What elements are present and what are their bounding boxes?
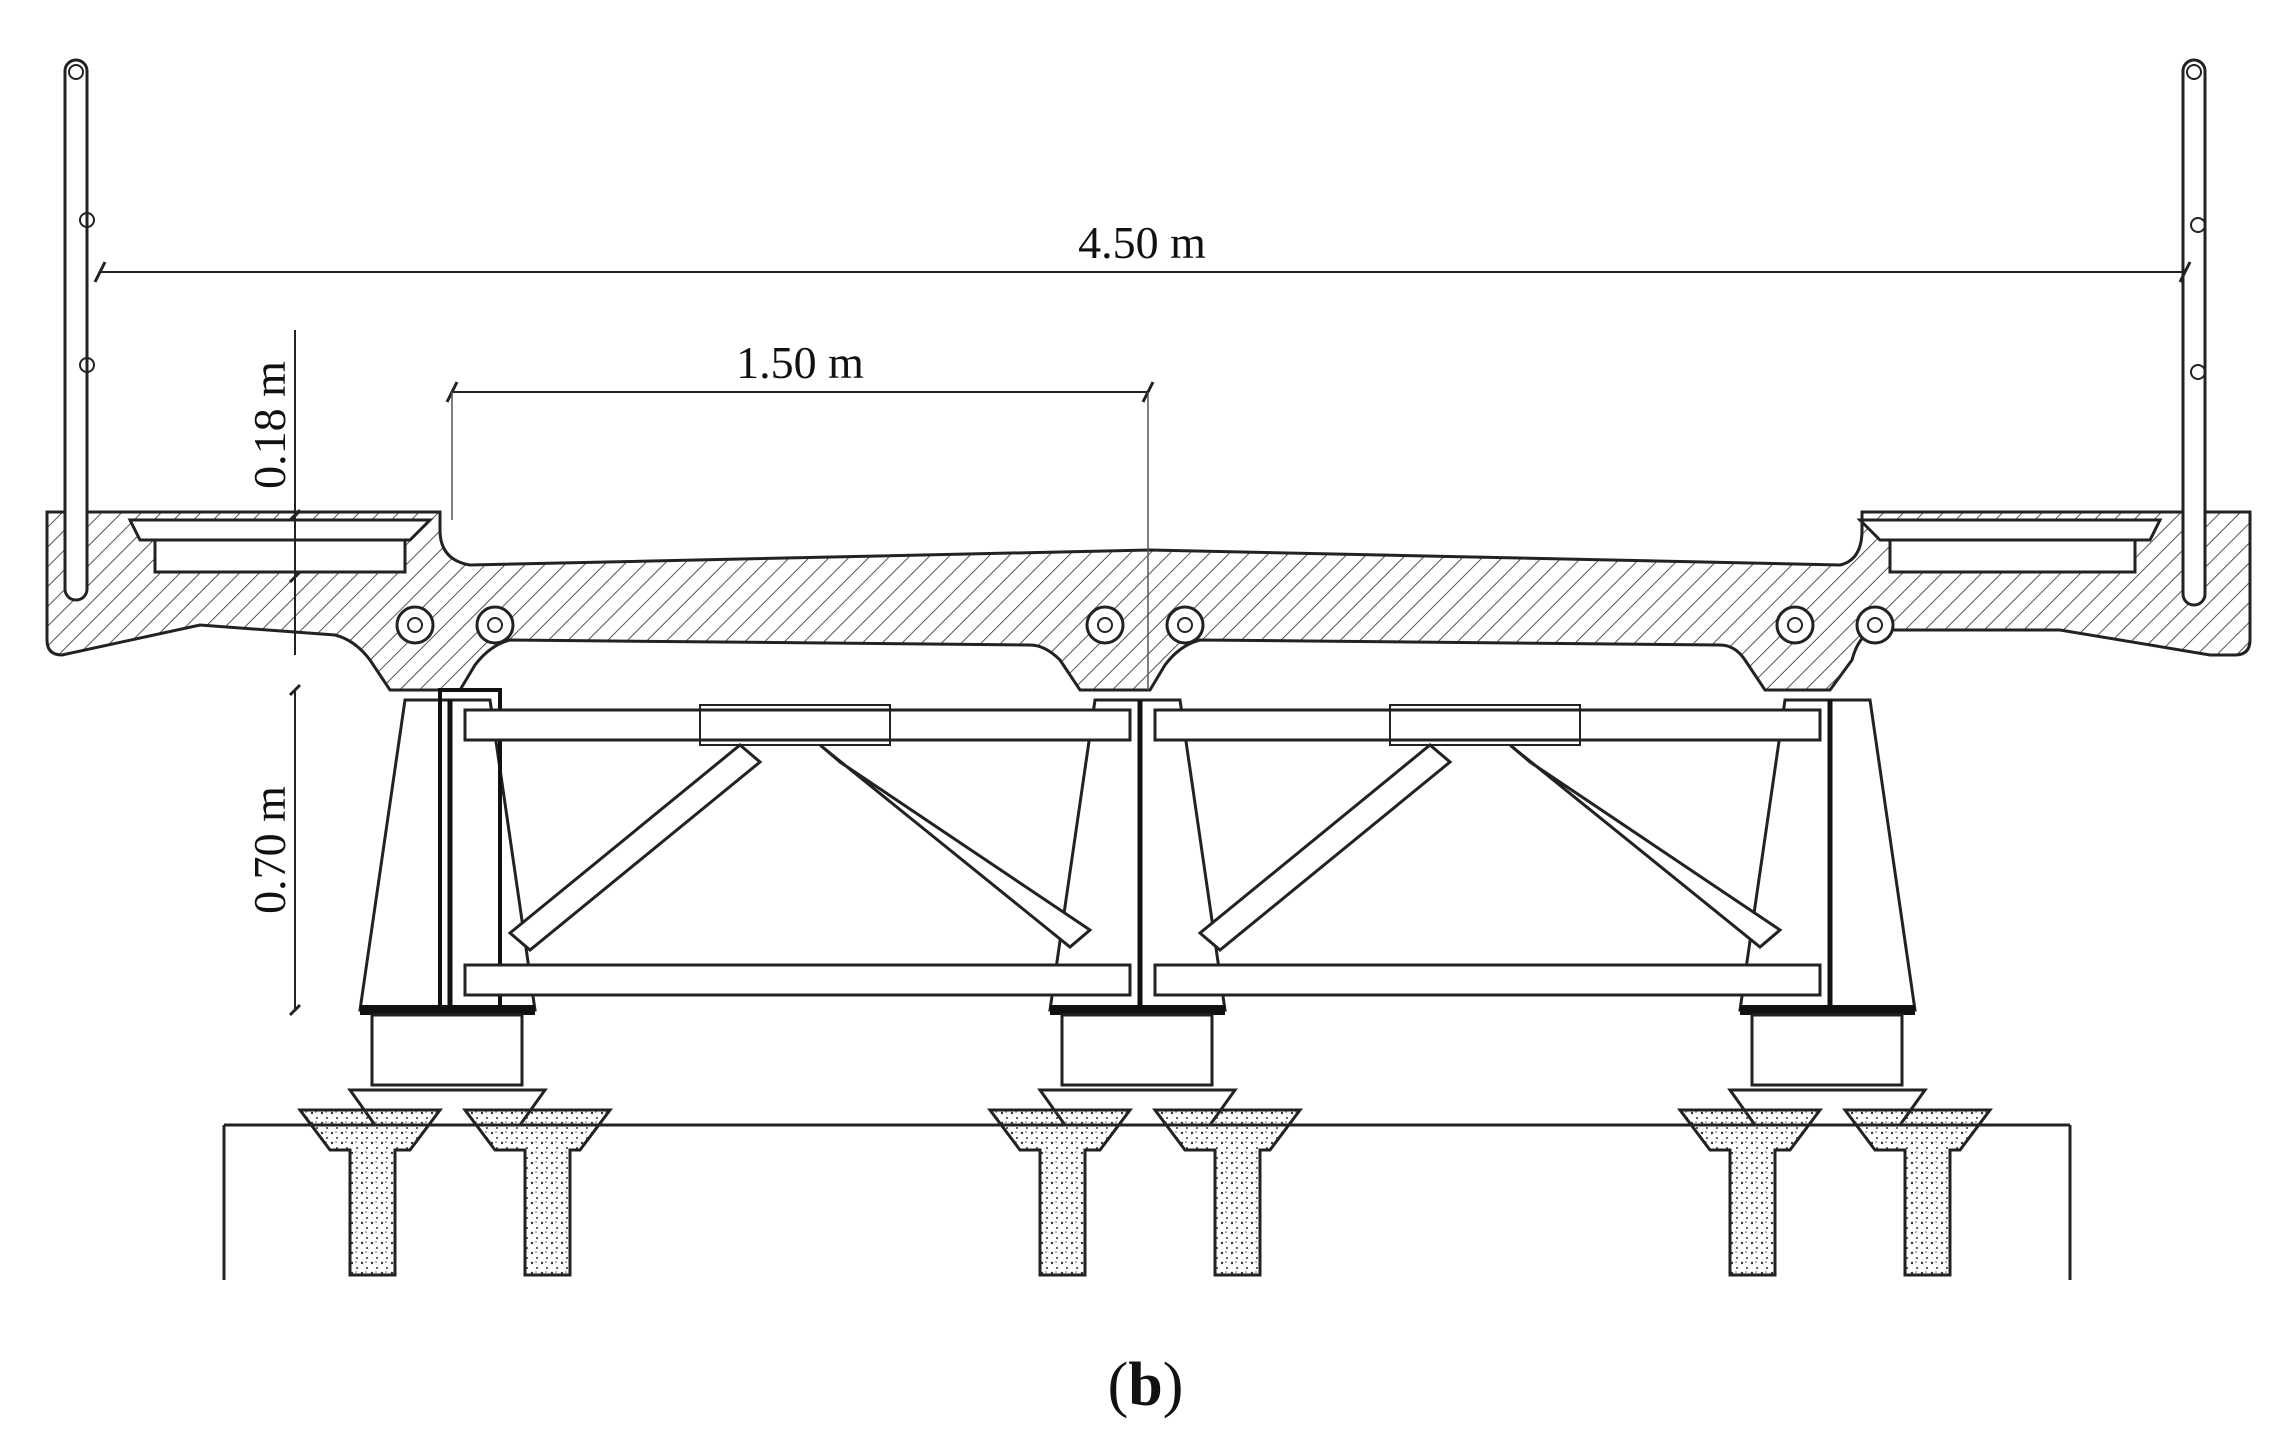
label-girder-spacing: 1.50 m <box>736 337 864 388</box>
railing-left <box>63 58 95 602</box>
cross-bracing-bay-1 <box>463 704 1132 997</box>
figure-caption: (b) <box>0 1350 2291 1421</box>
cross-bracing-bay-2 <box>1153 704 1822 997</box>
girder-center <box>1037 698 1238 1127</box>
caption-label: b <box>1128 1351 1163 1419</box>
dimension-overall-width <box>93 261 2192 283</box>
dimension-slab-thickness <box>288 330 302 655</box>
girder-right <box>1727 698 1928 1127</box>
dimension-girder-spacing <box>445 381 1155 690</box>
label-girder-depth: 0.70 m <box>244 786 295 914</box>
label-overall-width: 4.50 m <box>1078 217 1206 268</box>
dimension-girder-depth <box>288 683 302 1017</box>
caption-close-paren: ) <box>1162 1351 1184 1419</box>
girder-left <box>347 688 548 1127</box>
label-slab-thickness: 0.18 m <box>244 361 295 489</box>
caption-open-paren: ( <box>1107 1351 1129 1419</box>
footings <box>297 1108 1993 1277</box>
railing-right <box>2181 58 2207 607</box>
